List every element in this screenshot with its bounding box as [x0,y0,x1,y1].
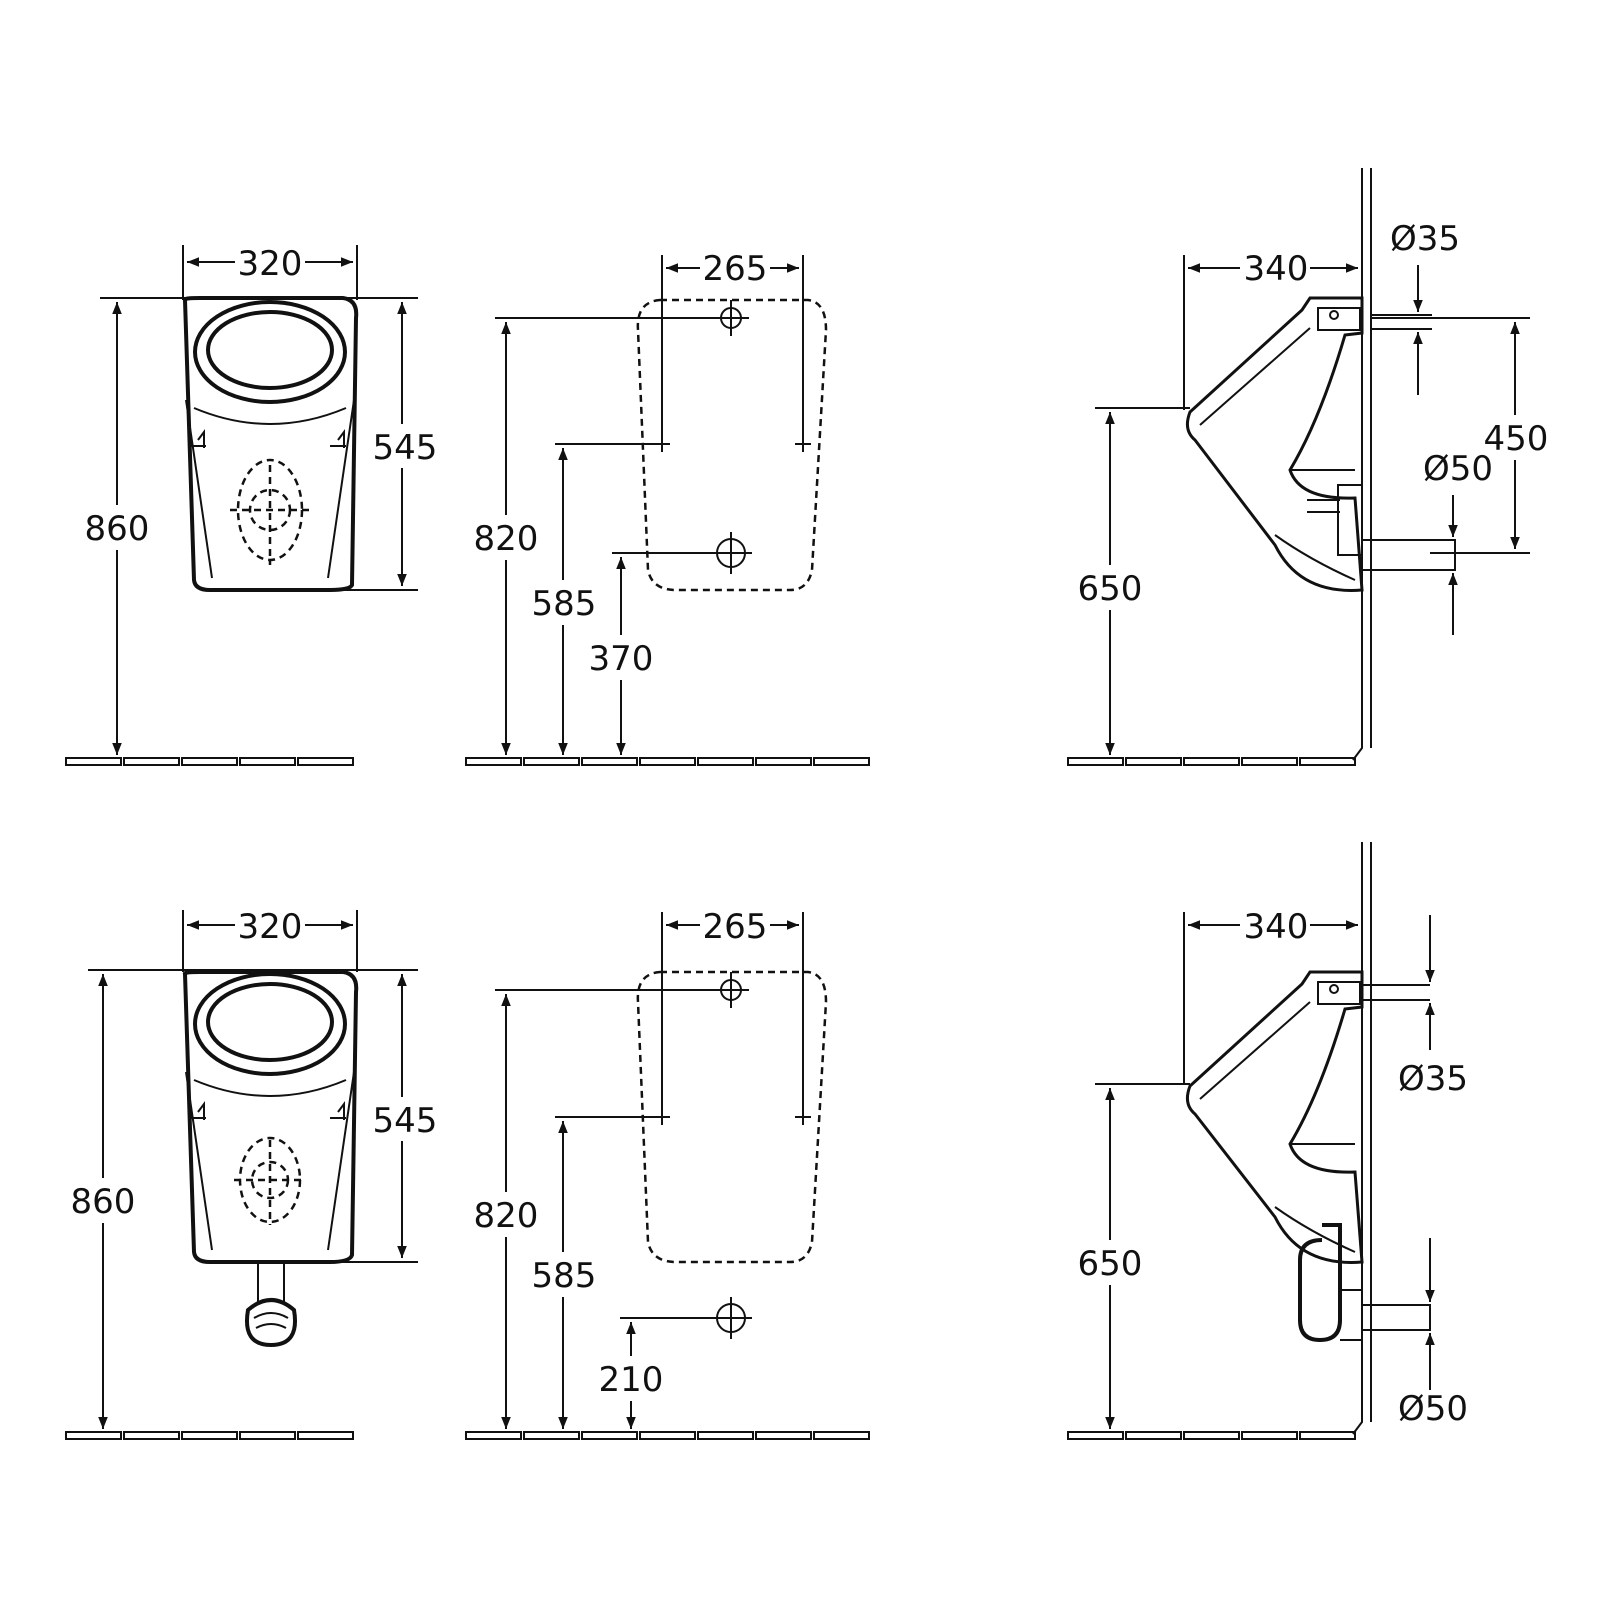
width-label: 320 [238,244,303,284]
top-front-view: 320 860 545 [65,240,438,766]
mid-height-label: 585 [532,1256,597,1296]
wall-line [1352,168,1372,761]
fixing-point-icon [654,437,811,452]
outline-dashed [636,970,828,1264]
urinal-side-profile [1185,970,1364,1264]
wall-line [1352,842,1372,1435]
floor-line [65,1431,354,1440]
fixing-point-icon [654,1110,811,1125]
drain-outlet-icon [230,458,310,565]
fixing-point-icon [190,429,346,448]
top-mount-view: 265 820 585 370 [465,245,870,766]
hole-spacing-label: 265 [703,249,768,289]
inlet-diameter-label: Ø35 [1398,1059,1468,1099]
siphon-trap [1298,1223,1342,1343]
top-height-label: 820 [474,519,539,559]
top-height-label: 820 [474,1196,539,1236]
rim-height-label: 650 [1078,1244,1143,1284]
bottom-side-view: 340 Ø35 Ø50 650 [1067,842,1468,1440]
fixing-point-icon [190,1101,346,1120]
mid-height-label: 585 [532,584,597,624]
bowl-height-label: 545 [373,1101,438,1141]
spacing-label: 450 [1484,419,1549,459]
outlet-height-label: 210 [599,1360,664,1400]
floor-line [465,757,870,766]
depth-label: 340 [1244,907,1309,947]
siphon-trap-bowl [245,1298,297,1348]
total-height-label: 860 [71,1182,136,1222]
urinal-front-outline [182,970,359,1264]
outlet-height-label: 370 [589,639,654,679]
drain-outlet-icon [234,1136,306,1225]
inlet-diameter-label: Ø35 [1390,219,1460,259]
outline-dashed [636,298,828,592]
bowl-height-label: 545 [373,428,438,468]
floor-line [1067,1431,1356,1440]
bowl-rim [193,300,347,404]
total-height-label: 860 [85,509,150,549]
width-label: 320 [238,907,303,947]
bottom-front-view: 320 860 545 [65,903,438,1440]
hole-spacing-label: 265 [703,907,768,947]
urinal-side-profile [1185,296,1364,592]
floor-line [1067,757,1356,766]
bottom-mount-view: 265 820 585 210 [465,903,870,1440]
depth-label: 340 [1244,249,1309,289]
rim-height-label: 650 [1078,569,1143,609]
siphon-trap [257,1262,285,1305]
bowl-rim [193,972,347,1076]
floor-line [465,1431,870,1440]
top-side-view: 340 Ø35 450 Ø50 650 [1067,168,1549,766]
floor-line [65,757,354,766]
outlet-diameter-label: Ø50 [1423,449,1493,489]
outlet-pipe [1337,484,1456,571]
outlet-diameter-label: Ø50 [1398,1389,1468,1429]
